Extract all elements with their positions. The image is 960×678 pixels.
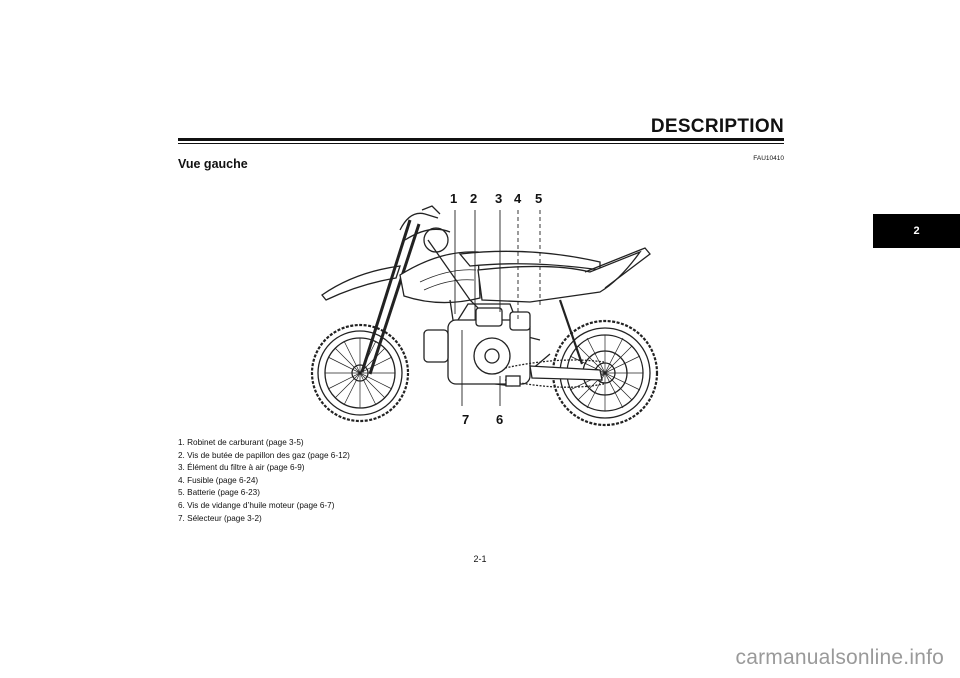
leader-lines <box>454 210 541 406</box>
watermark-link[interactable]: carmanualsonline.info <box>735 646 944 669</box>
callout-5: 5 <box>535 191 543 206</box>
header-title: DESCRIPTION <box>650 116 784 137</box>
page-number: 2-1 <box>473 554 487 564</box>
callout-6: 6 <box>496 412 504 427</box>
section-title: Vue gauche <box>178 157 248 171</box>
callout-2: 2 <box>470 191 478 206</box>
callout-3: 3 <box>495 191 503 206</box>
legend-item: 4. Fusible (page 6-24) <box>178 475 259 485</box>
callout-4: 4 <box>514 191 522 206</box>
legend-item: 5. Batterie (page 6-23) <box>178 488 260 498</box>
callout-1: 1 <box>450 191 458 206</box>
header-rule-thin <box>178 143 784 144</box>
legend-item: 3. Élément du filtre à air (page 6-9) <box>178 463 305 473</box>
motorcycle-illustration <box>310 205 659 427</box>
chapter-tab[interactable]: 2 <box>873 214 960 248</box>
legend-item: 7. Sélecteur (page 3-2) <box>178 513 262 523</box>
section-code: FAU10410 <box>753 155 784 162</box>
legend-item: 6. Vis de vidange d’huile moteur (page 6… <box>178 500 335 510</box>
legend-item: 1. Robinet de carburant (page 3-5) <box>178 438 304 447</box>
callout-7: 7 <box>462 412 470 427</box>
legend-item: 2. Vis de butée de papillon des gaz (pag… <box>178 450 350 460</box>
header-rule-thick <box>178 138 784 141</box>
parts-legend: 1. Robinet de carburant (page 3-5) 2. Vi… <box>178 437 350 525</box>
front-tire <box>310 323 410 423</box>
